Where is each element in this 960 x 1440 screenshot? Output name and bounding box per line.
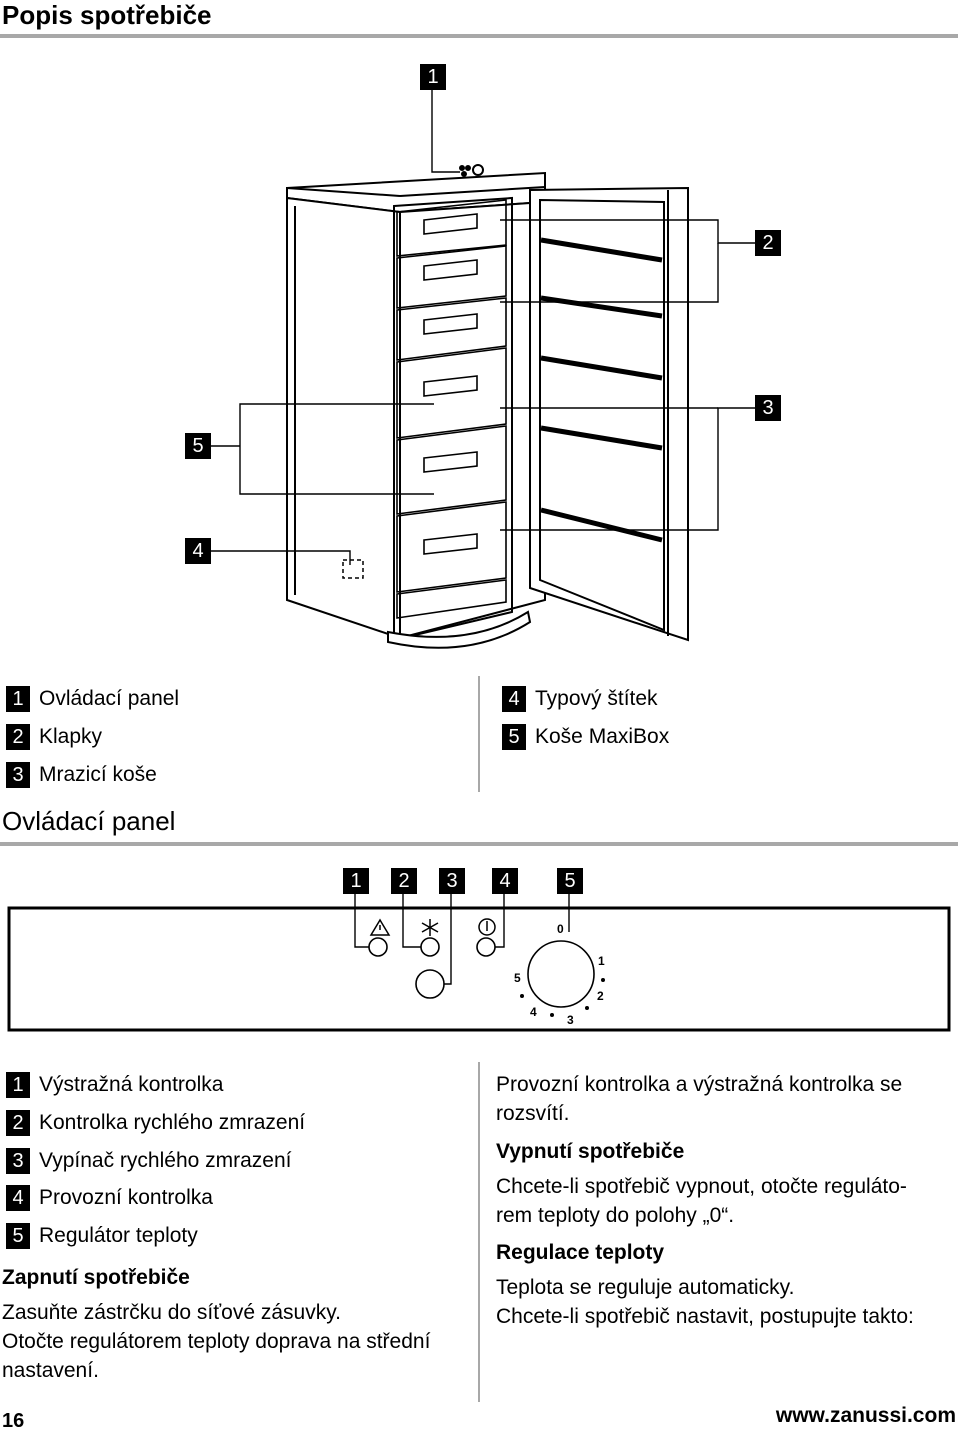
dial-mark: 1 [598,954,605,968]
legend-label: Regulátor teploty [39,1224,198,1247]
legend-item: 3 Vypínač rychlého zmrazení [6,1148,292,1175]
legend-label: Klapky [39,725,103,748]
section-divider [0,842,958,846]
callout-3: 3 [755,395,781,421]
legend-label: Kontrolka rychlého zmrazení [39,1111,306,1134]
page-number: 16 [2,1410,25,1432]
paragraph: Zasuňte zástrčku do síťové zásuvky. Otoč… [2,1298,430,1385]
legend-number: 2 [6,1110,30,1137]
subheading: Vypnutí spotřebiče [496,1140,685,1163]
column-divider [478,1062,480,1402]
legend-number: 1 [6,686,30,713]
legend-item: 2 Klapky [6,724,103,751]
paragraph: Chcete-li spotřebič vypnout, otočte regu… [496,1172,907,1230]
legend-number: 5 [6,1223,30,1250]
dial-mark: 3 [567,1013,574,1027]
legend-item: 1 Ovládací panel [6,686,180,713]
control-panel-drawing [7,894,951,1032]
panel-callout-3: 3 [439,868,465,894]
dial-mark: 0 [557,922,564,936]
legend-item: 4 Provozní kontrolka [6,1185,213,1212]
panel-callout-5: 5 [557,868,583,894]
paragraph: Provozní kontrolka a výstražná kontrolka… [496,1070,902,1128]
text-line: Chcete-li spotřebič vypnout, otočte regu… [496,1175,907,1198]
dial-mark: 5 [514,971,521,985]
text-line: Zasuňte zástrčku do síťové zásuvky. [2,1301,341,1324]
text-line: rem teploty do polohy „0“. [496,1204,735,1227]
legend-item: 5 Koše MaxiBox [502,724,670,751]
section-divider [0,34,958,38]
legend-item: 5 Regulátor teploty [6,1223,198,1250]
control-panel-illustration: 1 2 3 4 5 0 1 2 3 4 5 [0,860,960,1040]
callout-4: 4 [185,538,211,564]
legend-item: 3 Mrazicí koše [6,762,157,789]
dial-mark: 4 [530,1005,537,1019]
text-line: Otočte regulátorem teploty doprava na st… [2,1330,431,1353]
legend-label: Výstražná kontrolka [39,1073,224,1096]
legend-label: Ovládací panel [39,687,180,710]
legend-label: Vypínač rychlého zmrazení [39,1149,292,1172]
panel-callout-2: 2 [391,868,417,894]
text-line: Teplota se reguluje automaticky. [496,1276,795,1299]
subheading: Regulace teploty [496,1241,665,1264]
legend-number: 3 [6,762,30,789]
dial-mark: 2 [597,989,604,1003]
website-link[interactable]: www.zanussi.com [775,1404,956,1427]
legend-number: 1 [6,1072,30,1099]
legend-number: 5 [502,724,526,751]
legend-label: Provozní kontrolka [39,1186,213,1209]
text-line: rozsvítí. [496,1102,570,1125]
text-line: Chcete-li spotřebič nastavit, postupujte… [496,1305,914,1328]
legend-item: 1 Výstražná kontrolka [6,1072,224,1099]
text-line: nastavení. [2,1359,99,1382]
legend-label: Typový štítek [535,687,658,710]
legend-number: 4 [6,1185,30,1212]
panel-callout-1: 1 [343,868,369,894]
legend-label: Mrazicí koše [39,763,157,786]
callout-1: 1 [420,64,446,90]
freezer-drawing [210,90,755,649]
legend-item: 4 Typový štítek [502,686,658,713]
callout-5: 5 [185,433,211,459]
section-title: Ovládací panel [2,806,176,836]
legend-label: Koše MaxiBox [535,725,670,748]
text-line: Provozní kontrolka a výstražná kontrolka… [496,1073,903,1096]
column-divider [478,676,480,792]
section-title: Popis spotřebiče [2,0,212,30]
legend-number: 3 [6,1148,30,1175]
callout-2: 2 [755,230,781,256]
subheading: Zapnutí spotřebiče [2,1266,190,1289]
legend-number: 4 [502,686,526,713]
legend-number: 2 [6,724,30,751]
paragraph: Teplota se reguluje automaticky. Chcete-… [496,1273,914,1331]
panel-callout-4: 4 [492,868,518,894]
freezer-illustration: 1 2 3 5 4 [0,40,960,680]
legend-item: 2 Kontrolka rychlého zmrazení [6,1110,306,1137]
